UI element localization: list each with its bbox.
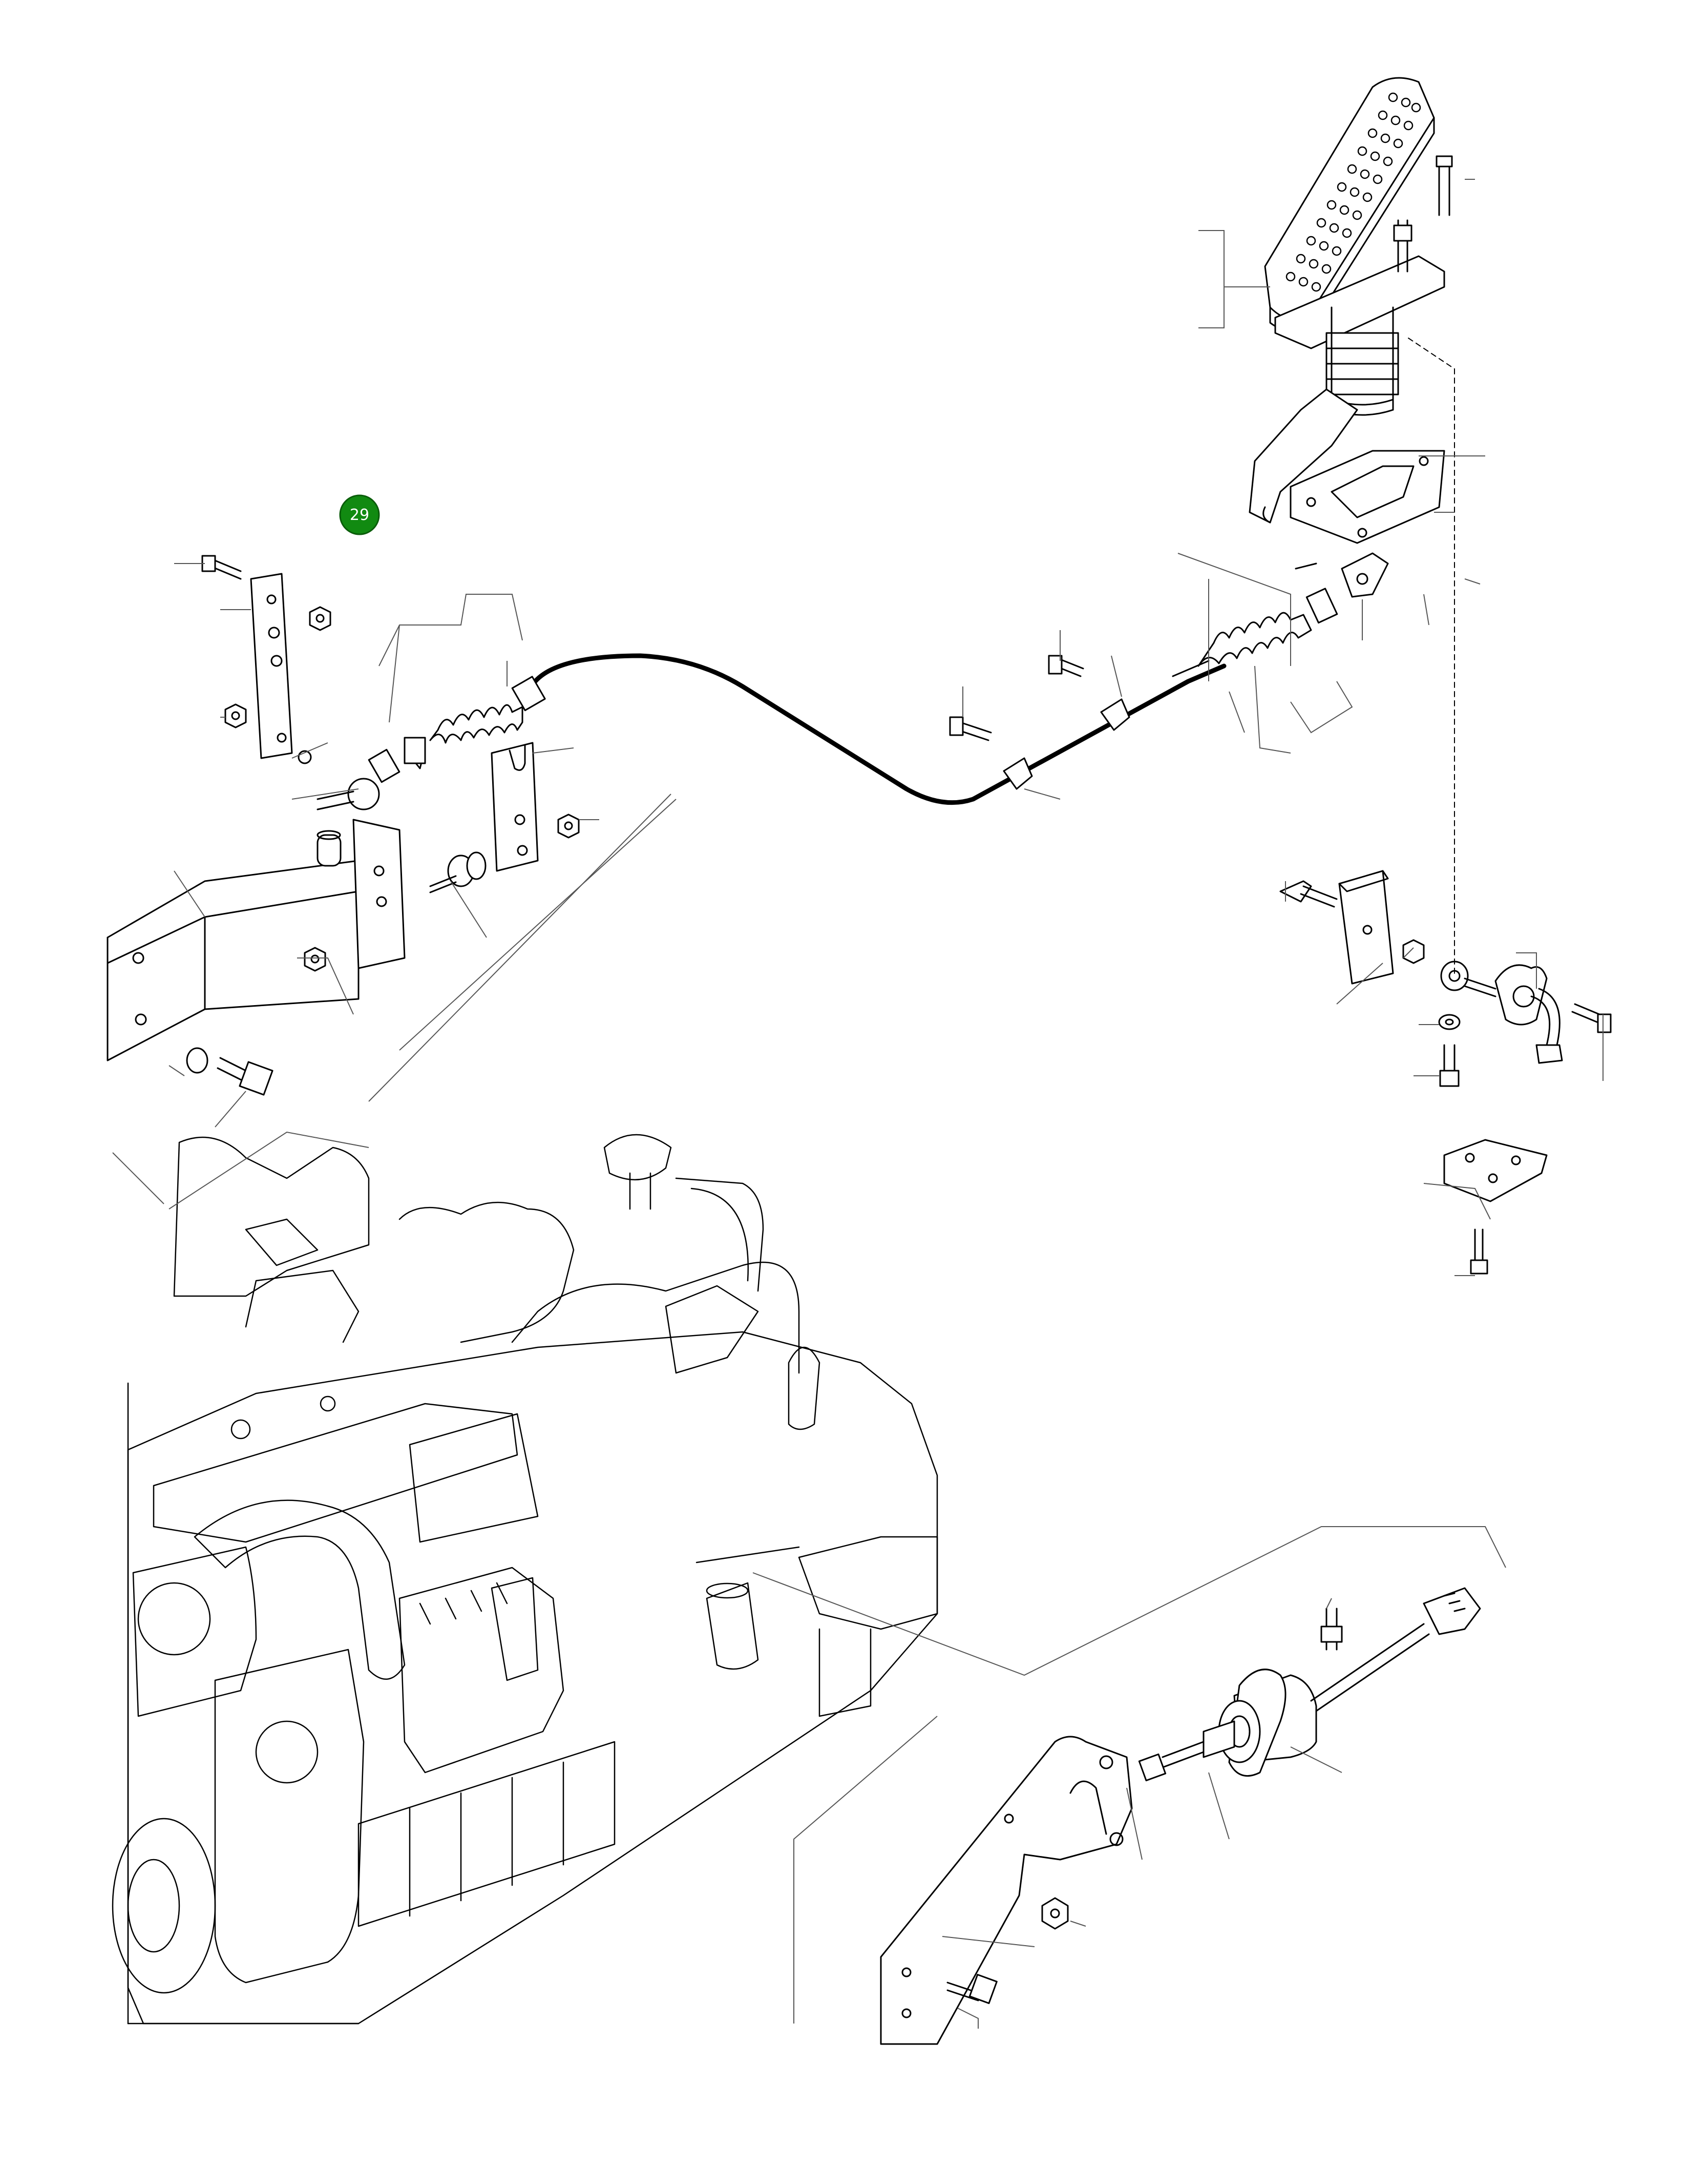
throttle-cable [317, 552, 1389, 810]
right-linkage-group [1279, 338, 1612, 1275]
left-bracket-group [107, 555, 580, 1096]
cable-clips [949, 655, 1130, 790]
cable-end-left [317, 676, 546, 810]
callout-marker-label: 29 [350, 506, 369, 524]
callout-marker-circle[interactable] [339, 494, 380, 535]
engine-block [112, 1134, 938, 2025]
accelerator-pedal-assembly [1249, 77, 1453, 544]
callout-marker[interactable]: 29 [339, 494, 380, 535]
leader-lines [112, 179, 1604, 2029]
stop-solenoid-assembly [880, 1587, 1481, 2045]
cable-end-right [1172, 552, 1389, 677]
pedal-tread-holes [1285, 92, 1421, 292]
